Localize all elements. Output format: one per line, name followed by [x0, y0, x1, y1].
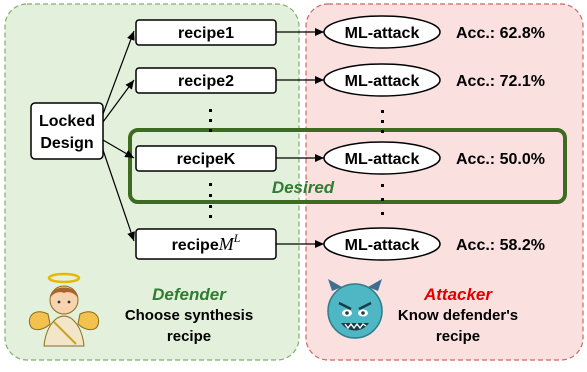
accuracy-recipeK: Acc.: 50.0%	[456, 151, 545, 168]
arrow-to-recipe2	[102, 79, 135, 123]
attack-ellipsis-upper	[381, 110, 384, 133]
accuracy-recipe1: Acc.: 62.8%	[456, 25, 545, 42]
arrow-to-recipeK	[102, 139, 135, 159]
ml-attack-node-1	[323, 15, 441, 49]
recipeM-label: recipeML	[172, 231, 241, 254]
recipeM-exponent: L	[233, 231, 241, 245]
accuracy-recipe2: Acc.: 72.1%	[456, 73, 545, 90]
desired-label: Desired	[272, 178, 335, 197]
attacker-desc-line2: recipe	[436, 328, 480, 345]
locked-design-line1: Locked	[39, 113, 95, 130]
recipe1-label: recipe1	[178, 25, 234, 42]
attacker-desc-line1: Know defender's	[398, 307, 518, 324]
recipe-ellipsis-upper	[209, 109, 212, 132]
defender-desc-line1: Choose synthesis	[125, 307, 253, 324]
defender-title: Defender	[152, 285, 227, 304]
ml-attack-node-K	[323, 141, 441, 175]
angel-icon	[28, 272, 100, 347]
recipeK-label: recipeK	[177, 151, 236, 168]
arrow-to-recipeM	[102, 149, 135, 242]
desired-highlight-box	[128, 128, 567, 204]
arrow-to-recipe1	[102, 30, 135, 115]
defender-desc-line2: recipe	[167, 328, 211, 345]
locked-design-box	[30, 102, 104, 160]
ml-attack-node-M	[323, 227, 441, 261]
ml-attack-label-K: ML-attack	[345, 151, 420, 168]
ml-attack-node-2	[323, 63, 441, 97]
ml-attack-label-1: ML-attack	[345, 25, 420, 42]
recipe2-label: recipe2	[178, 73, 234, 90]
recipeM-M: M	[218, 234, 235, 254]
recipe-ellipsis-lower	[209, 183, 212, 218]
devil-icon	[327, 279, 383, 339]
ml-attack-label-M: ML-attack	[345, 237, 420, 254]
ml-attack-label-2: ML-attack	[345, 73, 420, 90]
accuracy-recipeM: Acc.: 58.2%	[456, 237, 545, 254]
locked-design-line2: Design	[40, 135, 93, 152]
attack-ellipsis-lower	[381, 184, 384, 215]
attacker-title: Attacker	[423, 285, 493, 304]
